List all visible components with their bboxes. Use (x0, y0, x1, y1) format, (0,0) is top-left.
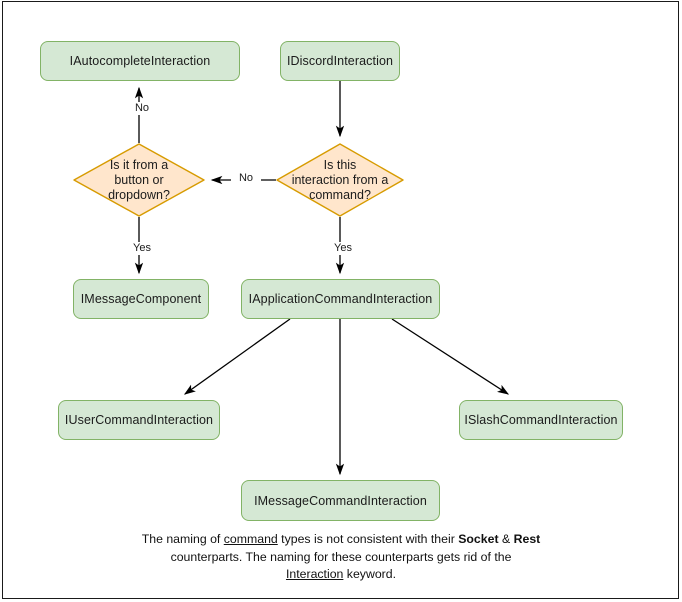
diagram-caption: The naming of command types is not consi… (141, 531, 541, 584)
node-message-command-interaction[interactable]: IMessageCommandInteraction (241, 480, 440, 521)
caption-underline-interaction: Interaction (285, 567, 344, 581)
node-label: IMessageCommandInteraction (254, 493, 427, 508)
edge-label-yes-right: Yes (327, 242, 359, 255)
diamond-shape (276, 143, 404, 217)
caption-text: & (498, 532, 514, 546)
node-label: IMessageComponent (80, 292, 202, 306)
node-label-line-2: interaction from a (291, 172, 389, 187)
edge-label-no-up: No (127, 102, 157, 115)
node-decision-button-or-dropdown[interactable]: Is it from a button or dropdown? (73, 143, 205, 217)
node-label-group: Is it from a button or dropdown? (108, 158, 170, 203)
caption-bold-socket: Socket (458, 532, 499, 546)
caption-text: The naming of (141, 532, 224, 546)
node-label: ISlashCommandInteraction (464, 413, 618, 427)
node-autocomplete-interaction[interactable]: IAutocompleteInteraction (40, 41, 240, 81)
node-decision-interaction-from-command[interactable]: Is this interaction from a command? (276, 143, 404, 217)
node-label: IApplicationCommandInteraction (248, 292, 433, 306)
node-slash-command-interaction[interactable]: ISlashCommandInteraction (459, 400, 623, 440)
node-application-command-interaction[interactable]: IApplicationCommandInteraction (241, 279, 440, 319)
caption-text: counterparts. The naming for these (170, 549, 362, 564)
edge-appcommand-to-usercommand (183, 318, 291, 395)
node-label: IAutocompleteInteraction (69, 54, 211, 68)
edge-appcommand-to-slashcommand (391, 318, 510, 395)
node-label-line-3: command? (309, 187, 371, 202)
node-label: IUserCommandInteraction (64, 413, 214, 427)
node-label-group: Is this interaction from a command? (292, 158, 389, 203)
node-label-line-1: Is this (323, 157, 357, 172)
caption-text: keyword. (343, 567, 397, 581)
caption-bold-rest: Rest (513, 532, 541, 546)
node-discord-interaction[interactable]: IDiscordInteraction (280, 41, 400, 81)
node-user-command-interaction[interactable]: IUserCommandInteraction (58, 400, 220, 440)
edge-label-no-left: No (231, 172, 261, 185)
caption-line-2: Socket & Rest counterparts. The naming f… (171, 532, 541, 564)
node-label-line-1: Is it from a (109, 157, 169, 172)
diamond-shape (73, 143, 205, 217)
caption-text: types is not consistent with their (277, 532, 455, 546)
caption-text: counterparts gets rid of the (365, 549, 512, 564)
node-label-line-2: button or (114, 172, 164, 187)
node-label-line-3: dropdown? (108, 187, 170, 202)
node-message-component[interactable]: IMessageComponent (73, 279, 209, 319)
caption-underline-command: command (223, 532, 278, 546)
caption-line-1: The naming of command types is not consi… (142, 532, 455, 546)
caption-line-3: counterparts gets rid of the Interaction… (286, 550, 511, 582)
node-label: IDiscordInteraction (286, 54, 394, 68)
edge-label-yes-left: Yes (126, 242, 158, 255)
